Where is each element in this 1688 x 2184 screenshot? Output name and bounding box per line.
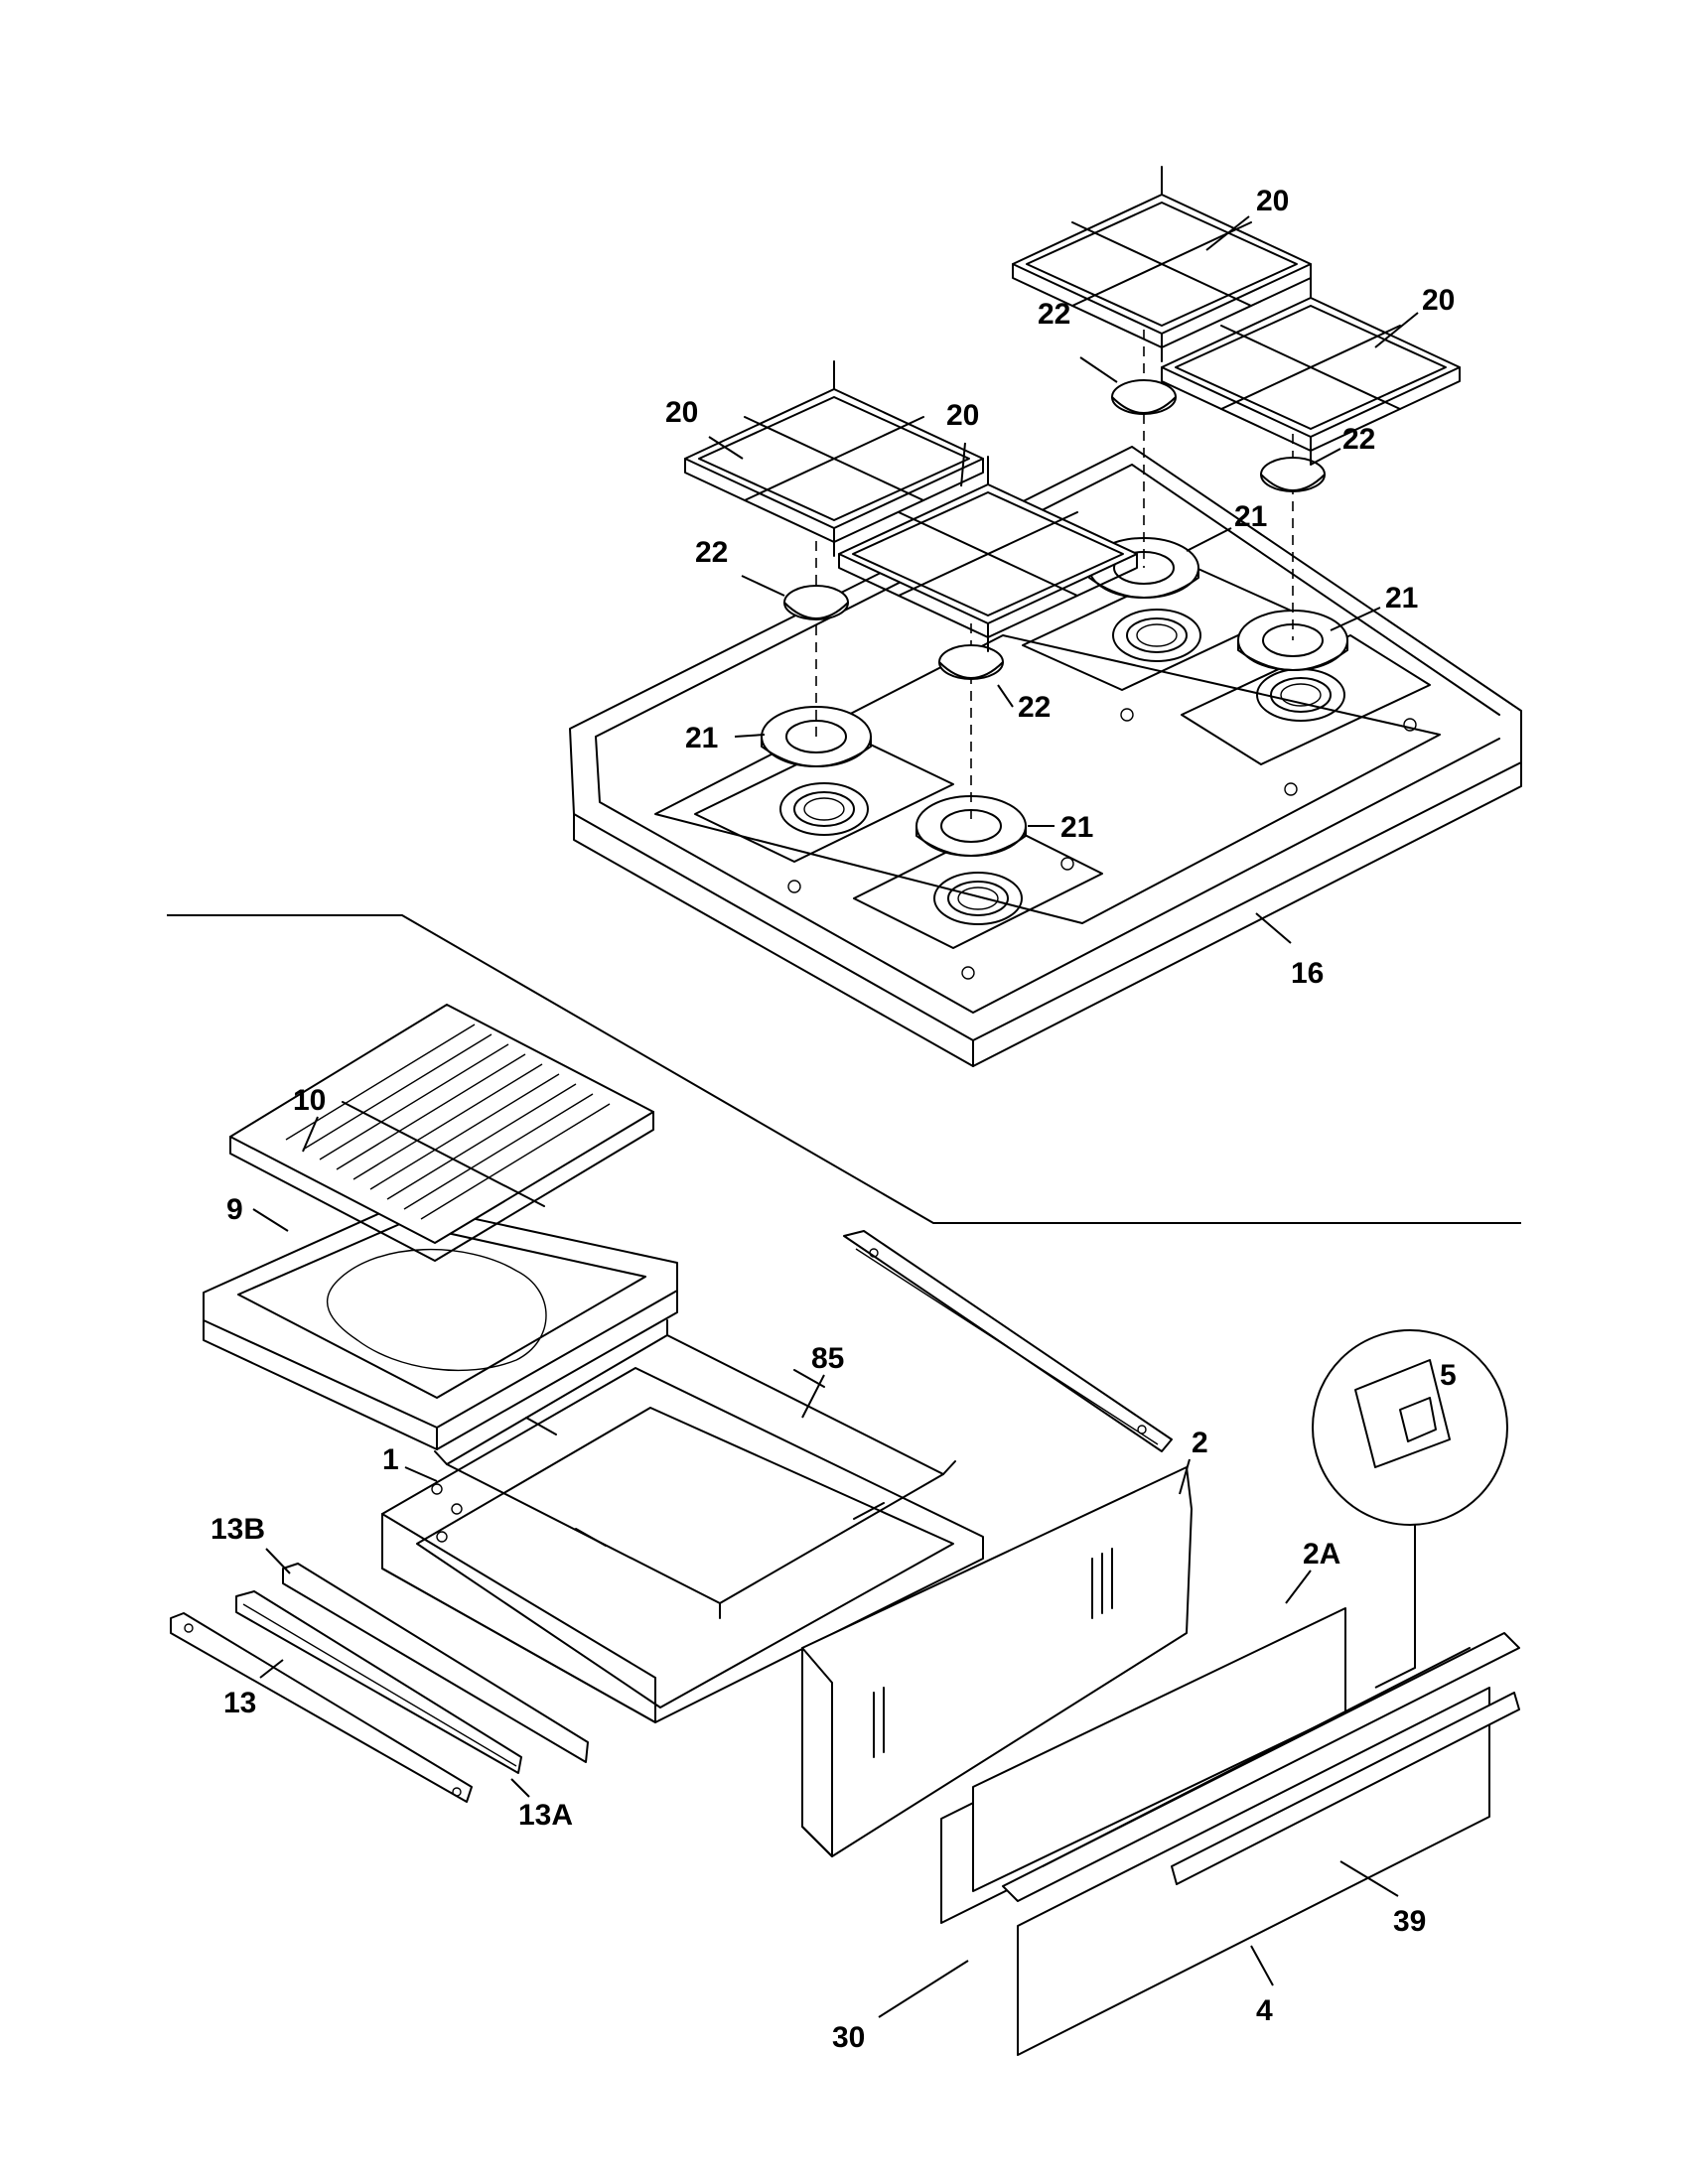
slide-rails (170, 1563, 589, 1803)
label-22: 22 (1342, 423, 1375, 456)
drawer-rack-85 (434, 1319, 956, 1619)
label-13A: 13A (518, 1799, 573, 1832)
detail-callout-5 (1312, 1329, 1508, 1689)
front-panels (940, 1607, 1520, 2056)
label-22: 22 (1018, 691, 1051, 724)
label-85: 85 (811, 1342, 844, 1375)
label-5: 5 (1440, 1359, 1457, 1392)
part-labels: 20 20 20 20 22 22 22 22 21 21 21 21 16 1… (211, 185, 1457, 2054)
label-2A: 2A (1303, 1538, 1340, 1570)
label-21: 21 (1234, 500, 1267, 533)
label-20: 20 (1422, 284, 1455, 317)
label-16: 16 (1291, 957, 1324, 990)
label-39: 39 (1393, 1905, 1426, 1938)
leader-lines (252, 215, 1419, 2018)
label-20: 20 (946, 399, 979, 432)
label-4: 4 (1256, 1994, 1273, 2027)
label-20: 20 (665, 396, 698, 429)
label-21: 21 (685, 722, 718, 754)
label-22: 22 (1038, 298, 1070, 331)
label-30: 30 (832, 2021, 865, 2054)
section-divider (167, 914, 1521, 1224)
label-10: 10 (293, 1084, 326, 1117)
label-2: 2 (1192, 1427, 1208, 1459)
drawer-body-1 (381, 1367, 984, 1723)
label-22: 22 (695, 536, 728, 569)
label-13: 13 (223, 1687, 256, 1719)
broiler-grid-10 (229, 1004, 654, 1262)
label-20: 20 (1256, 185, 1289, 217)
label-21: 21 (1385, 582, 1418, 614)
label-1: 1 (382, 1443, 399, 1476)
grates-20 (684, 166, 1461, 652)
label-13B: 13B (211, 1513, 265, 1546)
label-9: 9 (226, 1193, 243, 1226)
label-21: 21 (1060, 811, 1093, 844)
center-lines (815, 313, 1294, 826)
rear-rail (843, 1230, 1173, 1452)
